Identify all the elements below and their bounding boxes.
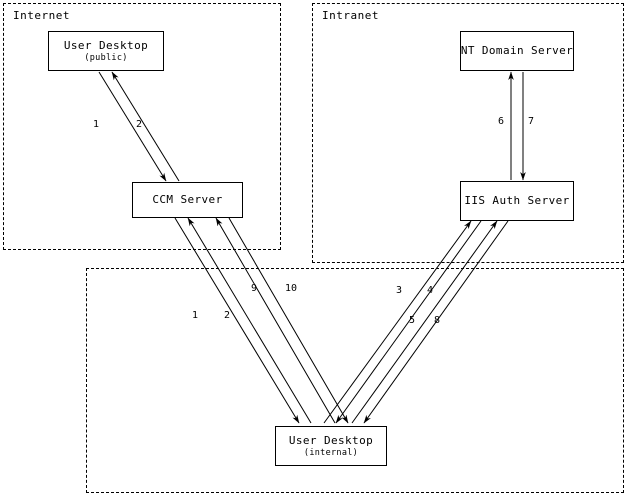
zone-intranet-label: Intranet bbox=[322, 9, 379, 22]
edge-label-2-ccm-public: 2 bbox=[136, 119, 143, 130]
node-ccm-server[interactable]: CCM Server bbox=[132, 182, 243, 218]
node-nt-domain-server-title: NT Domain Server bbox=[460, 44, 574, 57]
node-nt-domain-server[interactable]: NT Domain Server bbox=[460, 31, 574, 71]
edge-label-10-ccm-internal: 10 bbox=[285, 283, 298, 294]
wire-10-ccm-to-internal bbox=[228, 217, 349, 424]
node-user-desktop-public-subtitle: (public) bbox=[84, 52, 128, 63]
edge-label-1-public-ccm: 1 bbox=[93, 119, 100, 130]
edge-label-4-iis-internal: 4 bbox=[427, 285, 434, 296]
node-ccm-server-title: CCM Server bbox=[152, 193, 223, 206]
edge-label-8-iis-internal: 8 bbox=[434, 315, 441, 326]
wire-4-iis-to-internal bbox=[335, 220, 482, 424]
zone-internet bbox=[3, 3, 281, 250]
edge-label-1-ccm-internal: 1 bbox=[192, 310, 199, 321]
zone-intranet bbox=[312, 3, 624, 263]
wire-1-public-to-ccm bbox=[98, 71, 167, 182]
wire-1b-ccm-to-internal bbox=[174, 217, 300, 424]
wire-8-iis-to-internal bbox=[363, 220, 509, 424]
wire-5-internal-to-iis bbox=[351, 220, 498, 424]
node-user-desktop-public-title: User Desktop bbox=[63, 38, 149, 52]
wire-3-internal-to-iis bbox=[323, 220, 472, 424]
edge-label-5-internal-iis: 5 bbox=[409, 315, 416, 326]
wire-2-ccm-to-public bbox=[111, 71, 180, 182]
wire-2b-internal-to-ccm bbox=[187, 217, 312, 424]
edge-label-6-iis-nt: 6 bbox=[498, 116, 505, 127]
edge-label-2-internal-ccm: 2 bbox=[224, 310, 231, 321]
edge-label-9-internal-ccm: 9 bbox=[251, 283, 258, 294]
zone-internet-label: Internet bbox=[13, 9, 70, 22]
node-iis-auth-server-title: IIS Auth Server bbox=[464, 194, 570, 207]
edge-label-3-internal-iis: 3 bbox=[396, 285, 403, 296]
node-user-desktop-public[interactable]: User Desktop (public) bbox=[48, 31, 164, 71]
wire-9-internal-to-ccm bbox=[215, 217, 336, 424]
node-user-desktop-internal-subtitle: (internal) bbox=[303, 447, 359, 458]
zone-internal-network bbox=[86, 268, 624, 493]
node-iis-auth-server[interactable]: IIS Auth Server bbox=[460, 181, 574, 221]
node-user-desktop-internal[interactable]: User Desktop (internal) bbox=[275, 426, 387, 466]
edge-label-7-nt-iis: 7 bbox=[528, 116, 535, 127]
node-user-desktop-internal-title: User Desktop bbox=[288, 433, 374, 447]
